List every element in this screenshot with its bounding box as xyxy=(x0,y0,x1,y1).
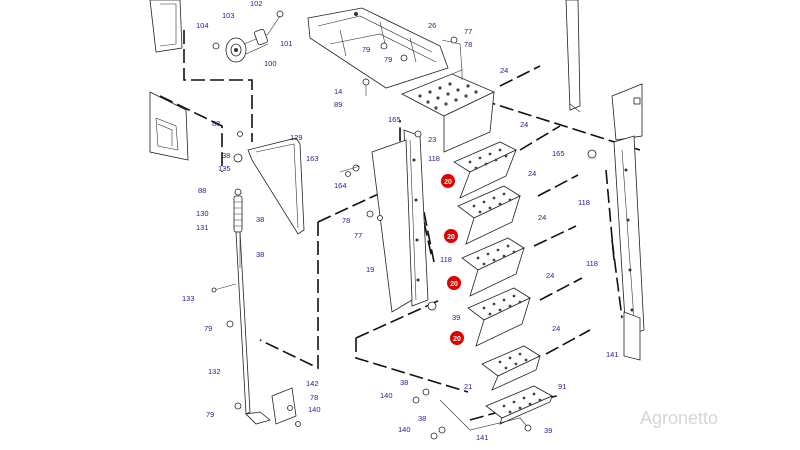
part-label: 118 xyxy=(578,198,590,207)
callout-badge: 20 xyxy=(447,276,461,290)
dash-24-a xyxy=(499,65,541,87)
part-labels: 102 103 104 101 100 26 79 77 78 79 14 89… xyxy=(182,0,619,442)
part-label: 102 xyxy=(250,0,263,8)
handrail-assembly xyxy=(211,131,305,427)
part-label: 38 xyxy=(256,250,264,259)
top-bracket xyxy=(307,7,463,89)
part-label: 39 xyxy=(452,313,460,322)
part-label: 140 xyxy=(398,425,411,434)
part-label: 118 xyxy=(586,259,598,268)
part-label: 79 xyxy=(204,324,212,333)
badge-label: 20 xyxy=(450,281,458,288)
part-label: 89 xyxy=(334,100,342,109)
part-label: 142 xyxy=(306,379,319,388)
part-label: 91 xyxy=(558,382,566,391)
part-label: 104 xyxy=(196,21,209,30)
part-label: 132 xyxy=(208,367,221,376)
badge-label: 20 xyxy=(453,336,461,343)
watermark-text: Agronetto xyxy=(640,408,718,428)
part-label: 26 xyxy=(428,21,436,30)
part-label: 79 xyxy=(384,55,392,64)
part-label: 88 xyxy=(198,186,206,195)
top-step-plate xyxy=(401,69,495,153)
part-label: 38 xyxy=(418,414,426,423)
part-label: 21 xyxy=(464,382,472,391)
part-label: 133 xyxy=(182,294,195,303)
part-label: 79 xyxy=(206,410,214,419)
callout-badge: 20 xyxy=(441,174,455,188)
part-label: 19 xyxy=(366,265,374,274)
part-label: 101 xyxy=(280,39,293,48)
side-panel-141 xyxy=(623,311,641,361)
part-label: 129 xyxy=(290,133,303,142)
step-2 xyxy=(457,185,521,245)
step-91 xyxy=(485,385,553,425)
part-label: 78 xyxy=(310,393,318,402)
part-label: 163 xyxy=(306,154,319,163)
part-label: 14 xyxy=(334,87,342,96)
part-label: 79 xyxy=(362,45,370,54)
callout-badge: 20 xyxy=(450,331,464,345)
part-label: 103 xyxy=(222,11,235,20)
part-label: 24 xyxy=(500,66,508,75)
part-label: 135 xyxy=(218,164,231,173)
part-label: 140 xyxy=(380,391,393,400)
step-4 xyxy=(467,287,531,347)
step-21 xyxy=(481,345,541,391)
part-label: 165 xyxy=(552,149,565,158)
step-1 xyxy=(453,141,517,199)
part-label: 141 xyxy=(606,350,619,359)
part-label: 24 xyxy=(538,213,546,222)
part-label: 141 xyxy=(476,433,489,442)
part-label: 118 xyxy=(428,154,440,163)
part-label: 88 xyxy=(212,119,220,128)
part-label: 38 xyxy=(256,215,264,224)
part-label: 24 xyxy=(520,120,528,129)
part-label: 78 xyxy=(464,40,472,49)
frame-fragment-top-left xyxy=(149,0,183,53)
callout-badge: 20 xyxy=(444,229,458,243)
part-label: 164 xyxy=(334,181,347,190)
fasteners xyxy=(339,78,532,440)
part-label: 24 xyxy=(528,169,536,178)
part-label: 24 xyxy=(546,271,554,280)
part-label: 24 xyxy=(552,324,560,333)
rear-plate-19 xyxy=(371,139,413,313)
part-label: 78 xyxy=(342,216,350,225)
part-label: 130 xyxy=(196,209,209,218)
step-3 xyxy=(461,237,525,297)
frame-fragment-left xyxy=(149,91,189,161)
part-label: 77 xyxy=(464,27,472,36)
part-label: 118 xyxy=(440,255,452,264)
part-label: 131 xyxy=(196,223,209,232)
part-label: 23 xyxy=(428,135,436,144)
part-label: 165 xyxy=(388,115,401,124)
badge-label: 20 xyxy=(444,179,452,186)
right-frame xyxy=(565,0,645,337)
part-label: 38 xyxy=(222,151,230,160)
pulley-assembly xyxy=(212,10,284,63)
part-label: 140 xyxy=(308,405,321,414)
badge-label: 20 xyxy=(447,234,455,241)
part-label: 39 xyxy=(544,426,552,435)
part-label: 38 xyxy=(400,378,408,387)
part-label: 77 xyxy=(354,231,362,240)
part-label: 100 xyxy=(264,59,277,68)
